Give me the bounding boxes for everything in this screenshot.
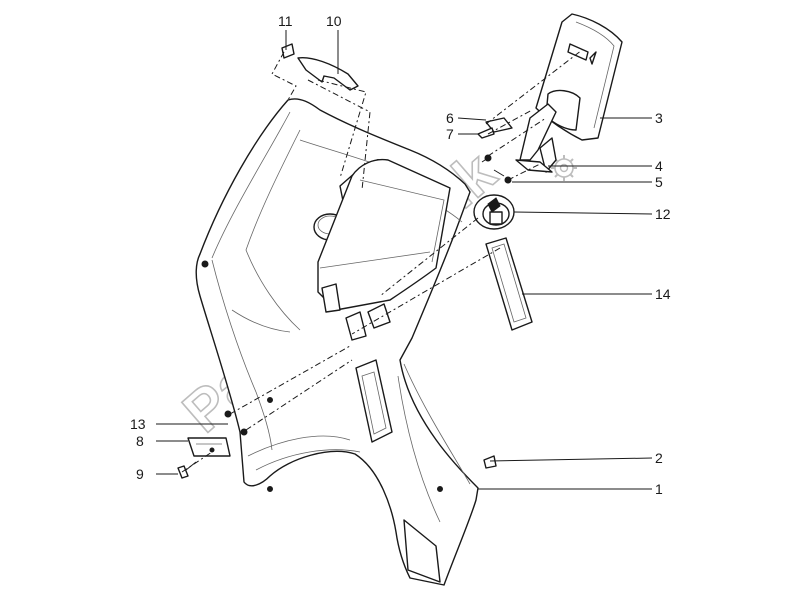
part-11-clip xyxy=(281,43,295,59)
callouts: 1 2 3 4 5 6 7 8 9 10 11 12 13 14 xyxy=(130,13,671,497)
part-3-door xyxy=(535,13,623,141)
callout-4: 4 xyxy=(655,158,663,174)
callout-6: 6 xyxy=(446,110,454,126)
callout-14: 14 xyxy=(655,286,671,302)
callout-11: 11 xyxy=(278,13,293,29)
callout-9: 9 xyxy=(136,466,144,482)
part-12-lock xyxy=(473,194,515,230)
assembly-lines xyxy=(181,49,583,473)
part-1-inner-shield xyxy=(195,98,479,586)
part-14-cover xyxy=(485,237,533,331)
part-7-screws xyxy=(477,127,495,163)
callout-1: 1 xyxy=(655,481,663,497)
part-9-screw xyxy=(177,461,197,479)
leader-lines xyxy=(156,30,653,490)
part-13-screws xyxy=(224,397,273,436)
part-2-clip xyxy=(483,455,497,469)
part-8-bracket xyxy=(187,437,231,457)
callout-5: 5 xyxy=(655,174,663,190)
callout-7: 7 xyxy=(446,126,454,142)
callout-3: 3 xyxy=(655,110,663,126)
gear-icon xyxy=(551,155,577,181)
callout-12: 12 xyxy=(655,206,671,222)
callout-13: 13 xyxy=(130,416,146,432)
part-10-bracket xyxy=(297,57,359,91)
callout-2: 2 xyxy=(655,450,663,466)
callout-8: 8 xyxy=(136,433,144,449)
part-4-hinge xyxy=(515,103,557,173)
callout-10: 10 xyxy=(326,13,342,29)
